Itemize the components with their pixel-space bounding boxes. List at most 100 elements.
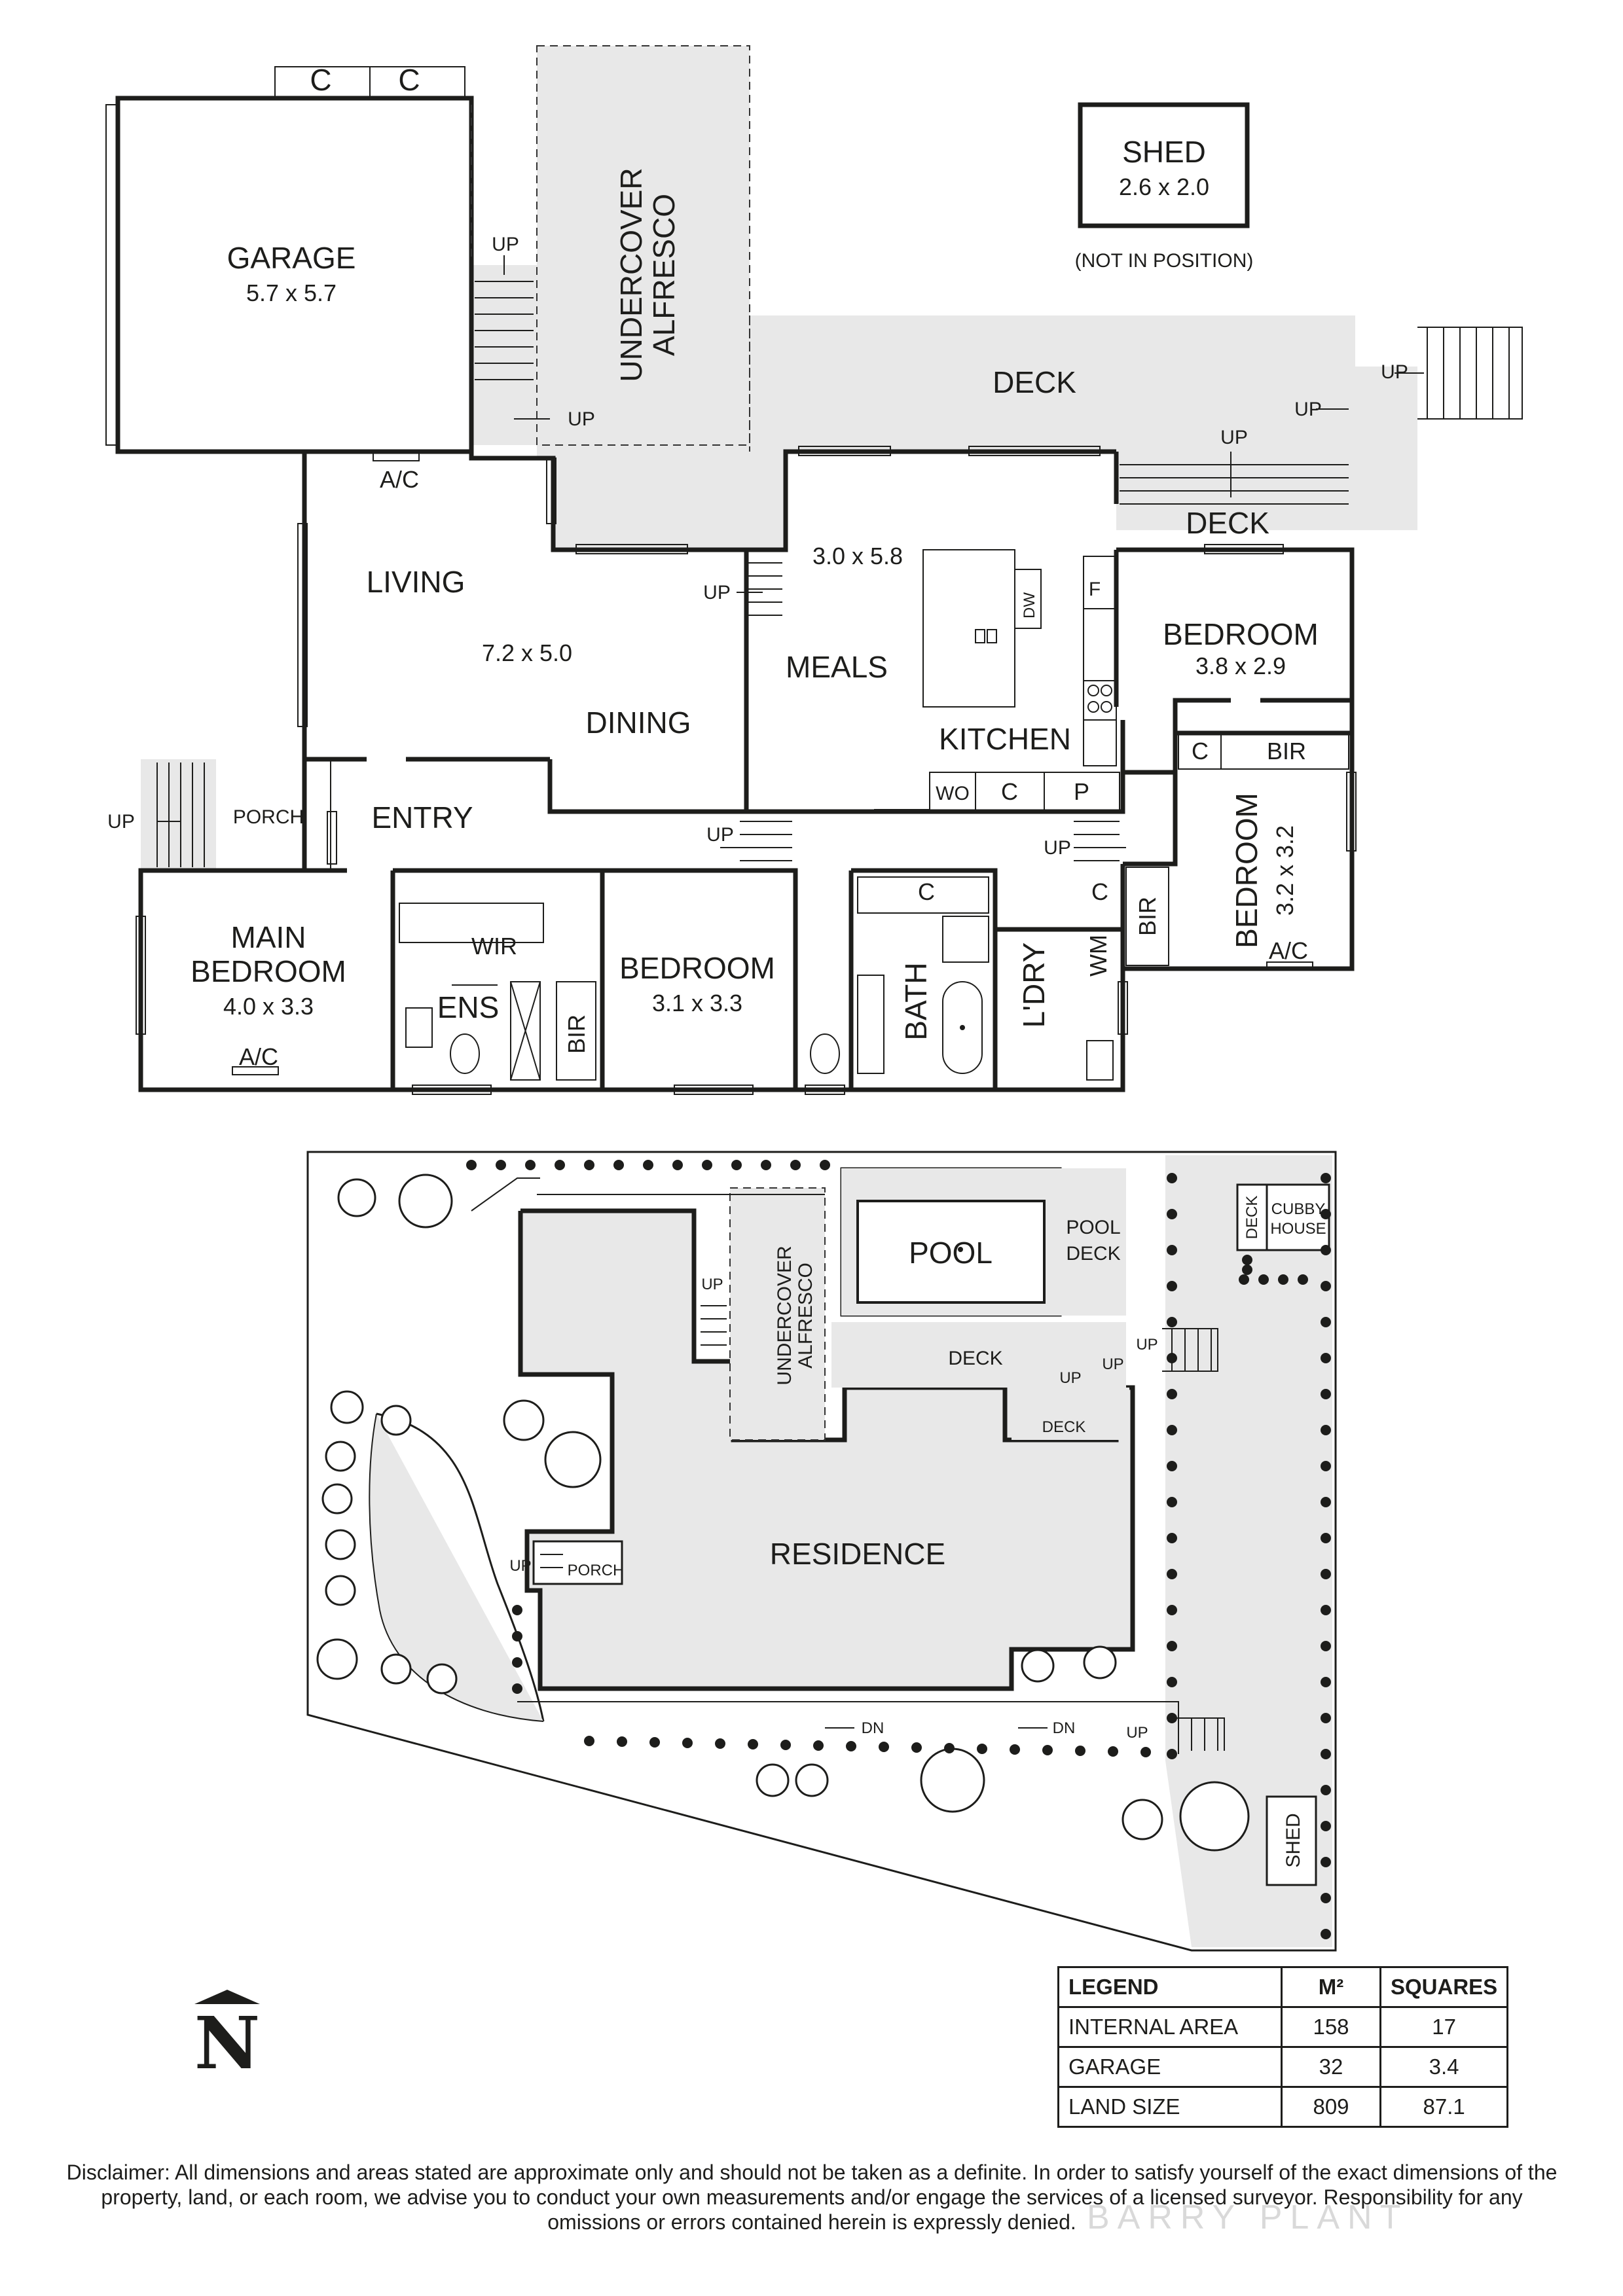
site-cubby-label-1: CUBBY [1271,1200,1326,1218]
shed-size: 2.6 x 2.0 [1119,173,1209,200]
shrub-dot [584,1160,594,1170]
bedroom-ne-size: 3.8 x 2.9 [1195,653,1286,679]
shrub-dot [1167,1677,1177,1687]
legend-row-m2: 158 [1281,2006,1381,2048]
bedroom-e-ac [1266,961,1313,971]
site-up-6: UP [509,1557,531,1575]
shrub-dot [1167,1317,1177,1327]
house-outer-wall [304,449,1116,552]
kitchen-label: KITCHEN [939,722,1071,756]
garage-size: 5.7 x 5.7 [246,279,337,306]
deck-lower-label: DECK [1186,506,1269,540]
shrub-dot [1321,1533,1331,1543]
main-bedroom-ac: A/C [239,1043,278,1070]
stairs-garage [475,281,534,380]
bath-vanity [857,975,884,1074]
shrub-dot [1321,1677,1331,1687]
legend-row: INTERNAL AREA 158 17 [1057,2006,1509,2048]
legend-row-squares: 87.1 [1379,2086,1509,2128]
kitchen-island [922,549,1015,708]
shrub-dot [1321,1929,1331,1939]
shrub-dot [1321,1209,1331,1219]
shrub-dot [1321,1641,1331,1651]
bedroom-e-bir: BIR [1134,897,1161,936]
shrub-dot [1167,1713,1177,1723]
site-up-2: UP [1059,1369,1081,1387]
shrub-dot [525,1160,536,1170]
ensuite-shower [510,981,541,1081]
legend-row: LAND SIZE 809 87.1 [1057,2086,1509,2128]
cooktop [1083,680,1117,721]
site-path-edge [376,1412,545,1722]
shrub-dot [790,1160,801,1170]
site-cubby-house [1266,1183,1330,1251]
shrub-dot [780,1740,791,1750]
up-garage: UP [492,234,519,255]
garage-c1: C [310,63,331,97]
kitchen-c-label: C [1001,778,1018,805]
deck-east-area [1116,315,1417,530]
bedroom-ne-label: BEDROOM [1163,617,1319,651]
site-up-3: UP [1102,1355,1123,1373]
shrub-dot [496,1160,506,1170]
site-dn-1: DN [862,1719,884,1737]
site-alfresco-label-1: UNDERCOVER [774,1246,795,1385]
deck-label: DECK [993,365,1076,399]
site-up-5: UP [1126,1724,1148,1742]
site-deck-small [1012,1388,1129,1440]
area-legend-table: LEGEND M² SQUARES INTERNAL AREA 158 17 G… [1057,1966,1509,2128]
stairs-deck-lower [1120,464,1349,505]
site-up-1: UP [701,1276,723,1293]
ensuite-toilet [450,1033,480,1074]
bedroom-e-robe [1125,867,1169,966]
shrub-dot [1321,1389,1331,1399]
dw-label: DW [1021,592,1038,619]
pantry-row [929,772,1120,812]
meals-label: MEALS [786,650,888,684]
shrub-dot [649,1737,660,1748]
up-porch: UP [107,811,135,833]
bedroom-ne-robe [1178,732,1349,770]
shrub-dot [1321,1821,1331,1831]
shrub-dot [1321,1893,1331,1903]
site-pool-deck-label-2: DECK [1066,1243,1120,1265]
site-pool-label: POOL [909,1236,993,1270]
legend-row-squares: 3.4 [1379,2046,1509,2088]
shrub-dot [1278,1274,1288,1285]
alfresco-dashed-outline [536,45,750,446]
alfresco-label-1: UNDERCOVER [614,168,648,382]
shrub-dot [1010,1744,1020,1755]
wm-label: WM [1085,935,1112,977]
shrub-dot [1321,1785,1331,1795]
sink-bowl-1 [975,629,985,643]
site-alfresco [730,1188,825,1440]
pantry-label: P [1074,778,1089,805]
laundry-label: L'DRY [1017,942,1051,1028]
fridge-label: F [1089,579,1101,600]
porch-stair-area [141,759,216,870]
bedroom-ne-c: C [1192,738,1209,764]
shrub-dot [820,1160,830,1170]
shrub-dot [702,1160,712,1170]
bedroom-e-label: BEDROOM [1230,793,1264,948]
porch-label: PORCH [233,806,304,828]
shrub-dot [584,1736,594,1746]
shrub-dot [1167,1245,1177,1255]
legend-row-squares: 17 [1379,2006,1509,2048]
up-deck: UP [1220,427,1248,448]
shrub-dot [1167,1497,1177,1507]
legend-header-squares: SQUARES [1379,1966,1509,2008]
legend-header-row: LEGEND M² SQUARES [1057,1966,1509,2008]
shrub-dot [512,1605,522,1615]
site-residence-fill [520,1211,1133,1689]
site-pool-deck [1061,1168,1126,1316]
bath-shower [942,916,989,963]
north-arrow-icon [194,1990,260,2004]
site-cubby-label-2: HOUSE [1270,1220,1326,1238]
main-bedroom-label-1: MAIN [231,920,306,954]
shrub-dot [512,1657,522,1668]
shrub-dot [1075,1746,1085,1756]
shrub-dot [1321,1281,1331,1291]
site-pool [856,1200,1046,1304]
